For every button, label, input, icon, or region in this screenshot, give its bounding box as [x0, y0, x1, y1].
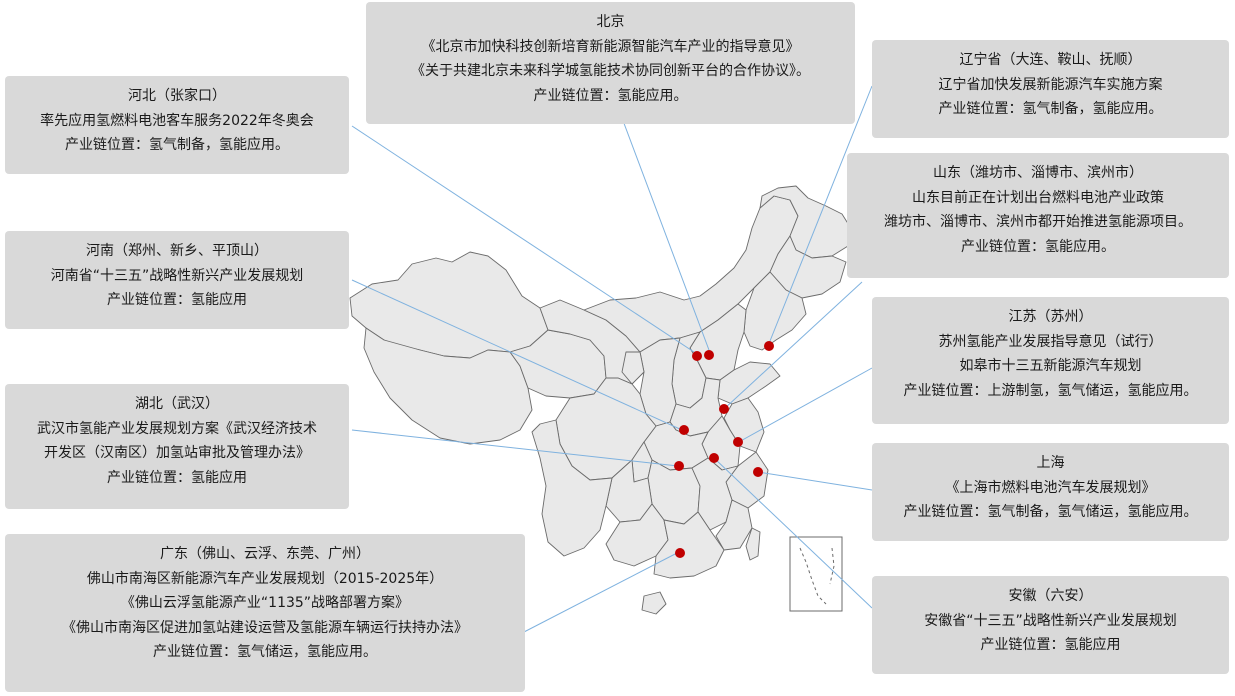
- callout-hebei-line-1: 率先应用氢燃料电池客车服务2022年冬奥会: [40, 112, 314, 129]
- leader-jiangsu: [736, 367, 873, 444]
- south-china-sea-inset: [789, 536, 843, 612]
- marker-shanghai: [753, 467, 763, 477]
- callout-beijing-line-1: 《北京市加快科技创新培育新能源智能汽车产业的指导意见》: [421, 38, 800, 55]
- callout-shandong-title: 山东（潍坊市、淄博市、滨州市）: [933, 165, 1143, 181]
- leader-henan: [351, 279, 683, 431]
- marker-liaoning: [764, 341, 774, 351]
- province-shapes: [349, 185, 853, 615]
- callout-liaoning-line-1: 辽宁省加快发展新能源汽车实施方案: [938, 76, 1163, 93]
- callout-beijing-line-2: 《关于共建北京未来科学城氢能技术协同创新平台的合作协议》。: [411, 63, 810, 79]
- callout-beijing-title: 北京: [596, 14, 625, 30]
- callout-guangdong: 广东（佛山、云浮、东莞、广州） 佛山市南海区新能源汽车产业发展规划（2015-2…: [5, 534, 525, 692]
- marker-anhui: [709, 453, 719, 463]
- callout-hubei: 湖北（武汉） 武汉市氢能产业发展规划方案《武汉经济技术 开发区（汉南区）加氢站审…: [5, 384, 349, 509]
- callout-henan-line-1: 河南省“十三五”战略性新兴产业发展规划: [50, 267, 304, 284]
- callout-liaoning-position: 产业链位置：氢气制备，氢能应用。: [938, 101, 1163, 117]
- callout-shanghai-position: 产业链位置：氢气制备，氢气储运，氢能应用。: [903, 504, 1198, 520]
- callout-anhui-position: 产业链位置：氢能应用: [980, 637, 1121, 653]
- callout-jiangsu: 江苏（苏州） 苏州氢能产业发展指导意见（试行） 如皋市十三五新能源汽车规划 产业…: [872, 297, 1229, 424]
- callout-anhui: 安徽（六安） 安徽省“十三五”战略性新兴产业发展规划 产业链位置：氢能应用: [872, 576, 1229, 674]
- callout-shandong-line-1: 山东目前正在计划出台燃料电池产业政策: [912, 189, 1164, 206]
- callout-hubei-line-2: 开发区（汉南区）加氢站审批及管理办法》: [44, 445, 310, 461]
- callout-guangdong-line-2: 《佛山云浮氢能源产业“1135”战略部署方案》: [120, 595, 410, 611]
- leader-liaoning: [767, 85, 873, 347]
- leader-guangdong: [523, 551, 680, 633]
- callout-anhui-line-1: 安徽省“十三五”战略性新兴产业发展规划: [924, 612, 1177, 629]
- callout-guangdong-line-3: 《佛山市南海区促进加氢站建设运营及氢能源车辆运行扶持办法》: [62, 619, 468, 636]
- callout-beijing: 北京 《北京市加快科技创新培育新能源智能汽车产业的指导意见》 《关于共建北京未来…: [366, 2, 855, 124]
- leader-lines: [351, 85, 873, 633]
- callout-henan: 河南（郑州、新乡、平顶山） 河南省“十三五”战略性新兴产业发展规划 产业链位置：…: [5, 231, 349, 329]
- callout-guangdong-position: 产业链位置：氢气储运，氢能应用。: [153, 644, 377, 660]
- marker-zhangjiakou: [692, 351, 702, 361]
- callout-beijing-position: 产业链位置：氢能应用。: [533, 87, 688, 104]
- leader-shanghai: [757, 471, 873, 491]
- province-taiwan: [745, 527, 761, 561]
- province-fujian: [715, 499, 753, 551]
- callout-shandong-line-2: 潍坊市、淄博市、滨州市都开始推进氢能源项目。: [884, 214, 1192, 230]
- province-tibet: [363, 327, 533, 445]
- province-ningxia: [621, 351, 645, 385]
- callout-jiangsu-line-2: 如皋市十三五新能源汽车规划: [959, 358, 1142, 374]
- callout-hebei-title: 河北（张家口）: [128, 88, 226, 104]
- marker-jiangsu: [733, 437, 743, 447]
- callout-liaoning: 辽宁省（大连、鞍山、抚顺） 辽宁省加快发展新能源汽车实施方案 产业链位置：氢气制…: [872, 40, 1229, 138]
- callout-hubei-line-1: 武汉市氢能产业发展规划方案《武汉经济技术: [37, 420, 317, 437]
- callout-shandong: 山东（潍坊市、淄博市、滨州市） 山东目前正在计划出台燃料电池产业政策 潍坊市、淄…: [847, 153, 1229, 278]
- callout-henan-position: 产业链位置：氢能应用: [107, 292, 247, 308]
- callout-liaoning-title: 辽宁省（大连、鞍山、抚顺）: [959, 52, 1142, 68]
- callout-hubei-title: 湖北（武汉）: [135, 396, 219, 412]
- callout-guangdong-title: 广东（佛山、云浮、东莞、广州）: [160, 546, 370, 562]
- leader-hebei: [351, 125, 698, 355]
- callout-hebei: 河北（张家口） 率先应用氢燃料电池客车服务2022年冬奥会 产业链位置：氢气制备…: [5, 76, 349, 174]
- callout-guangdong-line-1: 佛山市南海区新能源汽车产业发展规划（2015-2025年）: [86, 570, 444, 587]
- province-guangdong: [653, 511, 725, 579]
- callout-hubei-position: 产业链位置：氢能应用: [107, 469, 247, 486]
- leader-anhui: [713, 457, 873, 609]
- callout-shanghai-line-1: 《上海市燃料电池汽车发展规划》: [945, 479, 1156, 496]
- marker-beijing: [704, 350, 714, 360]
- callout-jiangsu-position: 产业链位置：上游制氢，氢气储运，氢能应用。: [903, 382, 1198, 399]
- callout-shanghai-title: 上海: [1036, 455, 1065, 471]
- callout-henan-title: 河南（郑州、新乡、平顶山）: [86, 243, 268, 259]
- province-yunnan: [531, 419, 613, 557]
- leader-hubei: [351, 429, 679, 467]
- marker-shandong: [719, 404, 729, 414]
- marker-henan: [679, 425, 689, 435]
- callout-shandong-position: 产业链位置：氢能应用。: [961, 238, 1115, 255]
- leader-shandong: [723, 281, 863, 410]
- marker-hubei: [674, 461, 684, 471]
- province-shandong: [717, 361, 781, 405]
- marker-guangdong: [675, 548, 685, 558]
- province-hainan: [641, 591, 667, 615]
- callout-anhui-title: 安徽（六安）: [1008, 588, 1093, 604]
- callout-jiangsu-title: 江苏（苏州）: [1008, 309, 1093, 325]
- callout-shanghai: 上海 《上海市燃料电池汽车发展规划》 产业链位置：氢气制备，氢气储运，氢能应用。: [872, 443, 1229, 541]
- city-markers: [674, 341, 774, 558]
- callout-hebei-position: 产业链位置：氢气制备，氢能应用。: [65, 137, 289, 153]
- callout-jiangsu-line-1: 苏州氢能产业发展指导意见（试行）: [938, 333, 1163, 350]
- leader-beijing: [621, 117, 710, 351]
